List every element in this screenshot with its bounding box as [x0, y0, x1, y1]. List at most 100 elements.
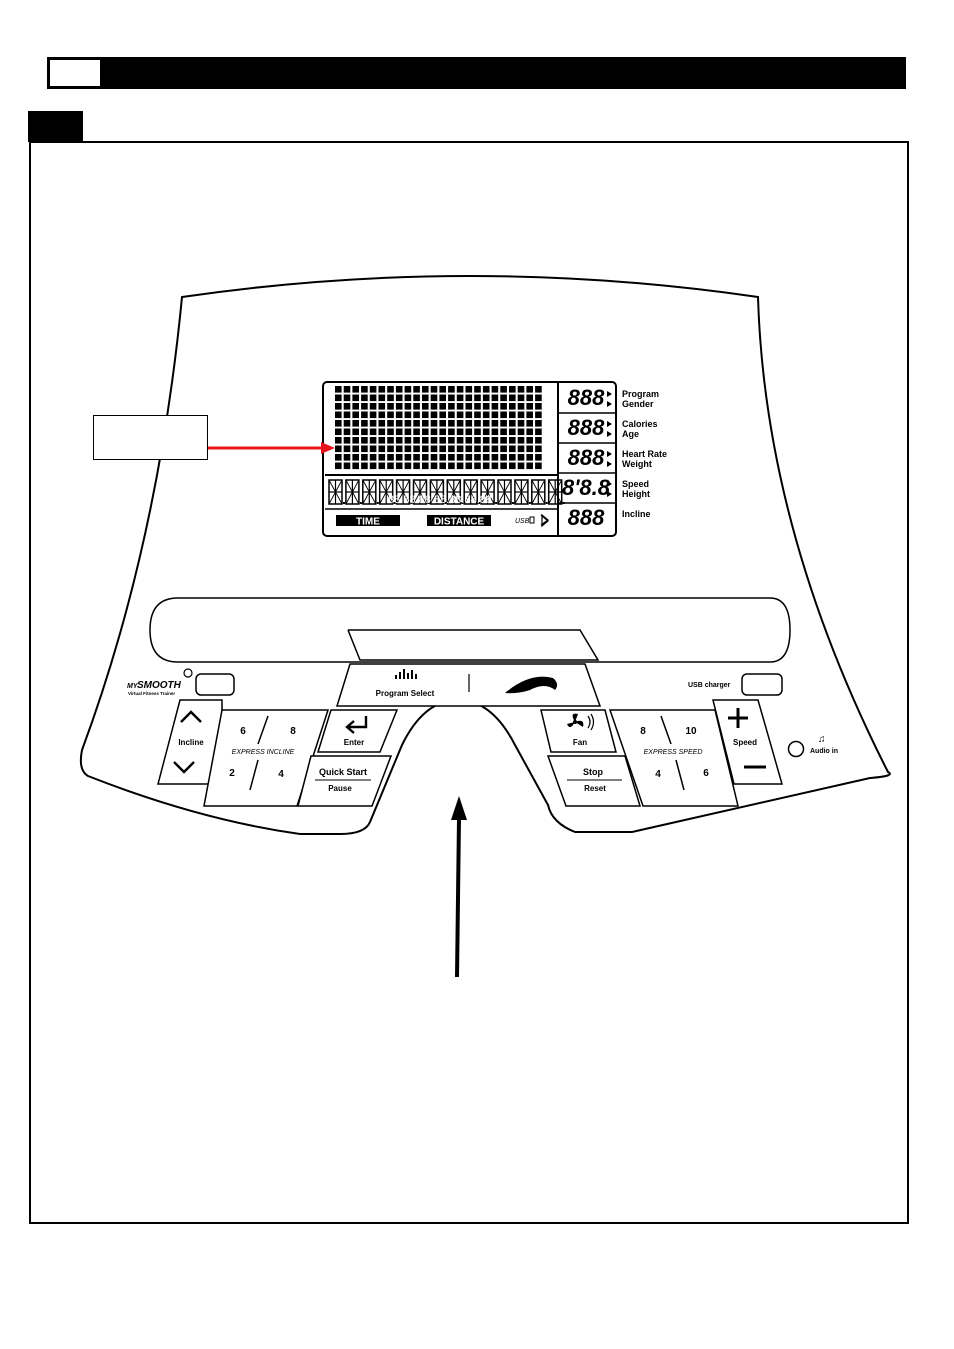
matrix-cell [378, 403, 386, 410]
left-slot [195, 673, 235, 696]
matrix-cell [369, 445, 377, 453]
quick-start-label: Quick Start [319, 767, 367, 777]
matrix-cell [378, 462, 386, 470]
matrix-cell [535, 411, 542, 419]
usb-charger-label: USB charger [688, 682, 731, 689]
stat-digits: 888 [568, 385, 605, 410]
matrix-cell [535, 386, 542, 393]
matrix-cell [517, 394, 525, 402]
express-incline-panel [203, 709, 330, 807]
matrix-cell [456, 454, 464, 461]
matrix-cell [517, 454, 525, 461]
matrix-cell [448, 420, 455, 427]
segment-character [497, 479, 514, 505]
stat-arrow-icon [607, 421, 612, 427]
matrix-cell [395, 454, 403, 461]
segment-character [328, 479, 345, 505]
matrix-cell [361, 420, 368, 427]
matrix-cell [369, 420, 377, 427]
matrix-cell [430, 403, 438, 410]
matrix-cell [343, 428, 351, 436]
matrix-cell [413, 403, 420, 410]
incline-down-icon [173, 761, 195, 774]
express-speed-key-10: 10 [685, 726, 697, 737]
matrix-cell [439, 437, 446, 444]
matrix-cell [500, 420, 507, 427]
matrix-cell [413, 445, 420, 453]
matrix-cell [404, 462, 412, 470]
matrix-cell [448, 394, 455, 402]
matrix-cell [474, 428, 481, 436]
matrix-cell [439, 411, 446, 419]
console-outline [79, 275, 891, 835]
stat-label-primary: Heart Rate [622, 449, 667, 459]
matrix-cell [465, 386, 473, 393]
express-speed-label: EXPRESS SPEED [644, 749, 703, 756]
segment-character [412, 479, 430, 505]
matrix-cell [361, 386, 368, 393]
matrix-cell [456, 394, 464, 402]
matrix-cell [535, 454, 542, 461]
incline-up-icon [180, 710, 202, 723]
pause-label: Pause [328, 784, 352, 793]
matrix-cell [491, 386, 499, 393]
matrix-cell [369, 437, 377, 444]
matrix-cell [387, 394, 394, 402]
matrix-cell [456, 445, 464, 453]
matrix-cell [517, 420, 525, 427]
matrix-cell [526, 462, 533, 470]
matrix-cell [352, 445, 359, 453]
matrix-cell [422, 445, 429, 453]
matrix-cell [430, 454, 438, 461]
time-label: TIME [356, 517, 380, 528]
matrix-cell [387, 437, 394, 444]
pointer-arrow-shaft [455, 817, 461, 978]
stop-label: Stop [583, 767, 603, 777]
matrix-cell [413, 454, 420, 461]
matrix-cell [448, 445, 455, 453]
matrix-cell [491, 403, 499, 410]
matrix-cell [352, 437, 359, 444]
matrix-cell [395, 394, 403, 402]
matrix-cell [491, 411, 499, 419]
stat-label-primary: Calories [622, 419, 658, 429]
matrix-cell [352, 462, 359, 470]
matrix-cell [369, 454, 377, 461]
stat-label-primary: Incline [622, 509, 651, 519]
matrix-cell [500, 428, 507, 436]
matrix-cell [361, 428, 368, 436]
time-badge-bg [336, 515, 400, 526]
matrix-cell [335, 394, 342, 402]
matrix-cell [535, 437, 542, 444]
distance-badge-bg [427, 515, 491, 526]
matrix-cell [448, 437, 455, 444]
matrix-cell [343, 445, 351, 453]
matrix-cell [413, 420, 420, 427]
matrix-cell [361, 411, 368, 419]
segment-character [395, 479, 413, 505]
matrix-cell [491, 462, 499, 470]
matrix-cell [378, 386, 386, 393]
matrix-cell [509, 386, 516, 393]
stat-arrow-icon [607, 451, 612, 457]
matrix-cell [474, 445, 481, 453]
express-incline-key-8: 8 [290, 726, 296, 737]
matrix-cell [500, 411, 507, 419]
distance-label: DISTANCE [434, 517, 485, 528]
matrix-cell [474, 394, 481, 402]
matrix-cell [387, 445, 394, 453]
matrix-cell [491, 445, 499, 453]
matrix-cell [430, 411, 438, 419]
matrix-cell [465, 428, 473, 436]
matrix-cell [422, 386, 429, 393]
matrix-cell [526, 403, 533, 410]
incline-label: Incline [178, 738, 204, 747]
matrix-cell [430, 394, 438, 402]
matrix-cell [465, 403, 473, 410]
matrix-cell [439, 454, 446, 461]
matrix-cell [500, 386, 507, 393]
segment-character [463, 479, 481, 505]
stat-digits: 888 [568, 445, 605, 470]
program-select-icon [395, 669, 417, 679]
matrix-cell [474, 454, 481, 461]
